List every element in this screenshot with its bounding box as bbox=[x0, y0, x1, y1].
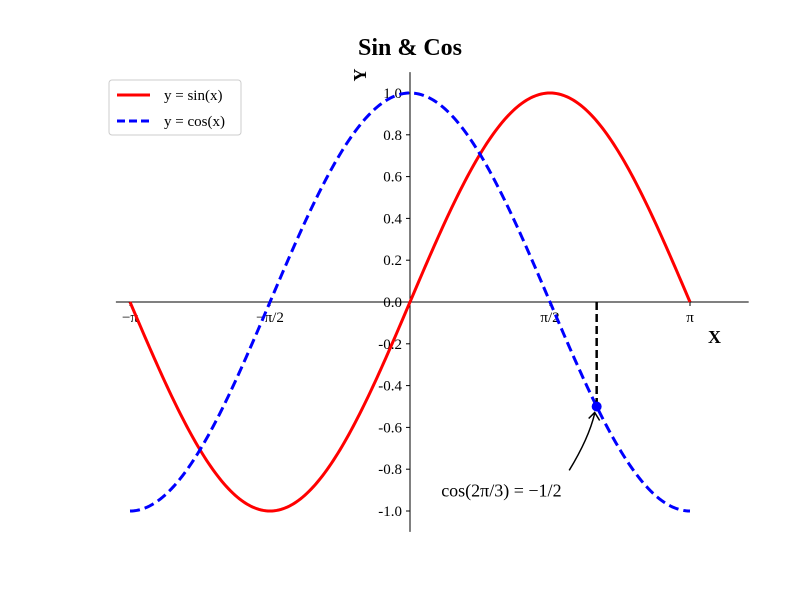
annotation-point bbox=[591, 401, 602, 412]
y-tick-label: 0.6 bbox=[383, 170, 402, 186]
y-tick-label: 0.2 bbox=[383, 253, 402, 269]
x-tick-label: −π/2 bbox=[256, 310, 284, 326]
y-tick-label: 0.8 bbox=[383, 128, 402, 144]
legend: y = sin(x) y = cos(x) bbox=[108, 79, 242, 136]
y-axis-label: Y bbox=[350, 69, 370, 82]
annotation-arrow bbox=[568, 413, 596, 471]
legend-sin-label: y = sin(x) bbox=[164, 88, 222, 104]
legend-cos-label: y = cos(x) bbox=[164, 114, 225, 130]
y-tick-label: -0.8 bbox=[378, 462, 402, 478]
y-tick-label: -1.0 bbox=[378, 504, 402, 520]
y-tick-label: -0.6 bbox=[378, 420, 402, 436]
y-tick-label: 0.4 bbox=[383, 211, 402, 227]
plot-area: 1.00.80.60.40.20.0-0.2-0.4-0.6-0.8-1.0−π… bbox=[115, 72, 749, 532]
annotation-text: cos(2π/3) = −1/2 bbox=[441, 480, 561, 501]
y-tick-label: 0.0 bbox=[383, 295, 402, 311]
x-axis-label: X bbox=[708, 327, 721, 347]
sin-series-line bbox=[128, 91, 692, 513]
x-tick-label: π/2 bbox=[540, 310, 559, 326]
x-tick-label: π bbox=[686, 310, 694, 326]
y-tick-label: -0.4 bbox=[378, 379, 402, 395]
annotation-arrowhead bbox=[588, 411, 601, 421]
chart-title: Sin & Cos bbox=[358, 35, 462, 61]
